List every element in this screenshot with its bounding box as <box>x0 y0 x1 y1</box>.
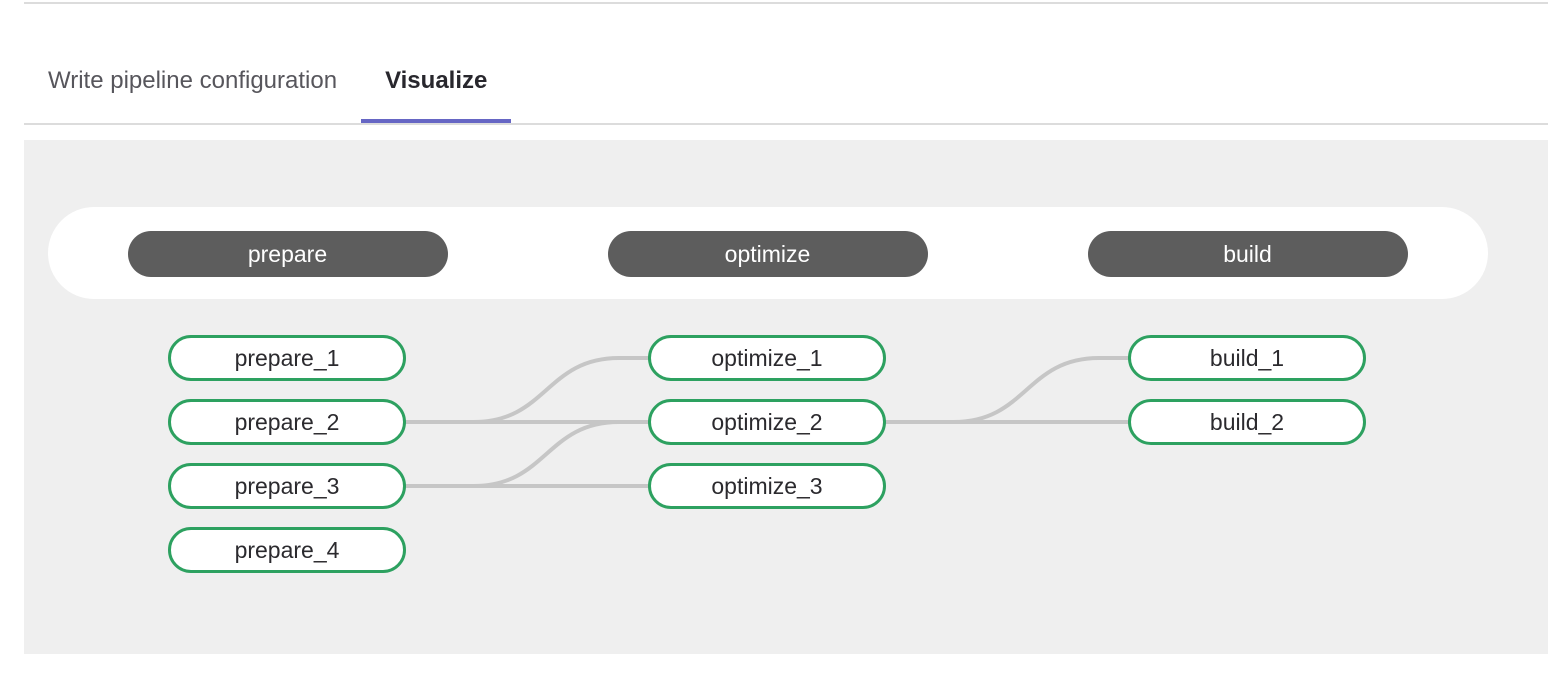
stage-header-row: prepare optimize build <box>48 207 1488 299</box>
tab-label: Write pipeline configuration <box>48 67 338 94</box>
active-tab-indicator <box>361 119 512 123</box>
job-node-prepare_1[interactable]: prepare_1 <box>168 335 406 381</box>
job-label: build_1 <box>1209 344 1285 371</box>
stage-label: prepare <box>247 240 328 267</box>
stage-pill-prepare: prepare <box>127 231 448 277</box>
job-label: prepare_1 <box>234 344 340 371</box>
stage-label: optimize <box>724 240 811 267</box>
top-divider <box>24 2 1548 4</box>
stage-pill-optimize: optimize <box>607 231 928 277</box>
job-label: build_2 <box>1209 408 1285 435</box>
edge-prepare_2-to-optimize_1 <box>404 356 650 424</box>
job-node-build_2[interactable]: build_2 <box>1128 399 1366 445</box>
job-node-optimize_2[interactable]: optimize_2 <box>648 399 886 445</box>
job-label: prepare_2 <box>234 408 340 435</box>
job-node-prepare_4[interactable]: prepare_4 <box>168 527 406 573</box>
job-label: prepare_3 <box>234 472 340 499</box>
job-label: optimize_2 <box>711 408 823 435</box>
job-label: optimize_3 <box>711 472 823 499</box>
job-node-prepare_2[interactable]: prepare_2 <box>168 399 406 445</box>
job-label: optimize_1 <box>711 344 823 371</box>
tab-write-pipeline-configuration[interactable]: Write pipeline configuration <box>24 39 361 123</box>
edge-prepare_3-to-optimize_2 <box>404 420 650 488</box>
stage-pill-build: build <box>1087 231 1408 277</box>
job-label: prepare_4 <box>234 536 340 563</box>
job-node-build_1[interactable]: build_1 <box>1128 335 1366 381</box>
job-node-prepare_3[interactable]: prepare_3 <box>168 463 406 509</box>
job-dependency-links <box>404 356 1130 488</box>
tab-bar-divider <box>24 123 1548 125</box>
edge-optimize_2-to-build_1 <box>884 356 1130 424</box>
editor-tab-bar: Write pipeline configuration Visualize <box>0 39 1548 123</box>
tab-label: Visualize <box>385 67 488 94</box>
job-node-optimize_1[interactable]: optimize_1 <box>648 335 886 381</box>
stage-label: build <box>1223 240 1272 267</box>
tab-visualize[interactable]: Visualize <box>361 39 512 123</box>
job-node-optimize_3[interactable]: optimize_3 <box>648 463 886 509</box>
